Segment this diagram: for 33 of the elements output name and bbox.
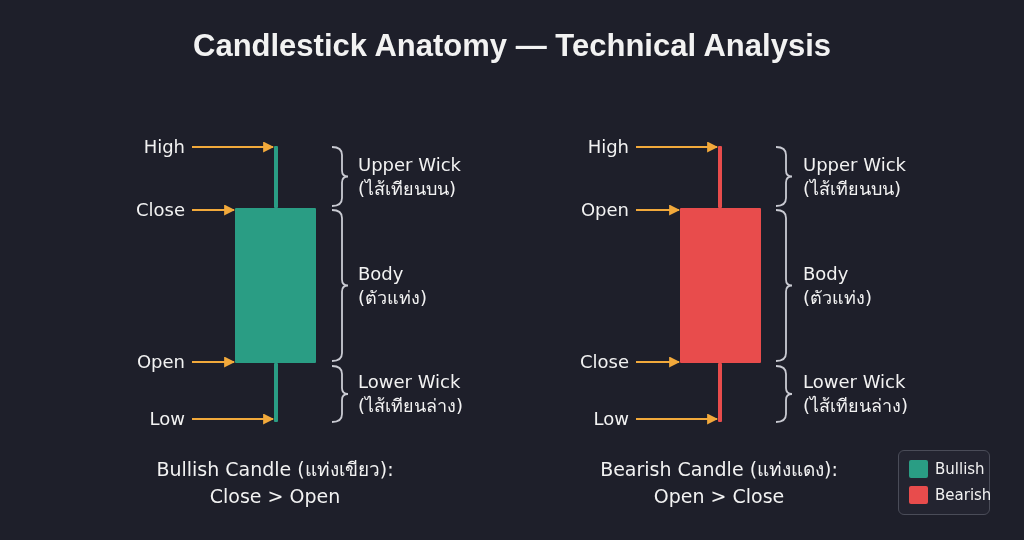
title: Candlestick Anatomy — Technical Analysis: [192, 28, 832, 64]
arrow: [636, 356, 681, 368]
part-label: Body (ตัวแท่ง): [803, 261, 874, 310]
part-label: Lower Wick (ไส้เทียนล่าง): [358, 370, 465, 418]
arrow: [192, 413, 275, 425]
arrow: [192, 141, 275, 153]
lower-wick: [274, 363, 278, 422]
price-label: Close: [579, 351, 629, 373]
price-label: Open: [136, 351, 185, 373]
lower-wick: [718, 363, 722, 422]
upper-wick: [274, 146, 278, 208]
candle-caption: Bearish Candle (แท่งแดง): Open > Close: [599, 457, 839, 509]
price-label: Low: [593, 408, 629, 430]
arrow: [192, 204, 236, 216]
candle-body: [235, 208, 316, 363]
arrow: [636, 204, 681, 216]
part-label: Lower Wick (ไส้เทียนล่าง): [803, 370, 910, 418]
price-label: High: [587, 136, 629, 158]
price-label: High: [143, 136, 185, 158]
price-label: Close: [135, 199, 185, 221]
legend-label: Bullish: [935, 460, 985, 478]
arrow: [636, 413, 719, 425]
candle-body: [680, 208, 761, 363]
legend-label: Bearish: [935, 486, 992, 504]
arrow: [192, 356, 236, 368]
arrow: [636, 141, 719, 153]
price-label: Low: [149, 408, 185, 430]
price-label: Open: [580, 199, 629, 221]
part-label: Upper Wick (ไส้เทียนบน): [358, 152, 462, 201]
upper-wick: [718, 146, 722, 208]
candle-caption: Bullish Candle (แท่งเขียว): Close > Open: [155, 457, 395, 509]
part-label: Body (ตัวแท่ง): [358, 261, 429, 310]
part-label: Upper Wick (ไส้เทียนบน): [803, 152, 907, 201]
